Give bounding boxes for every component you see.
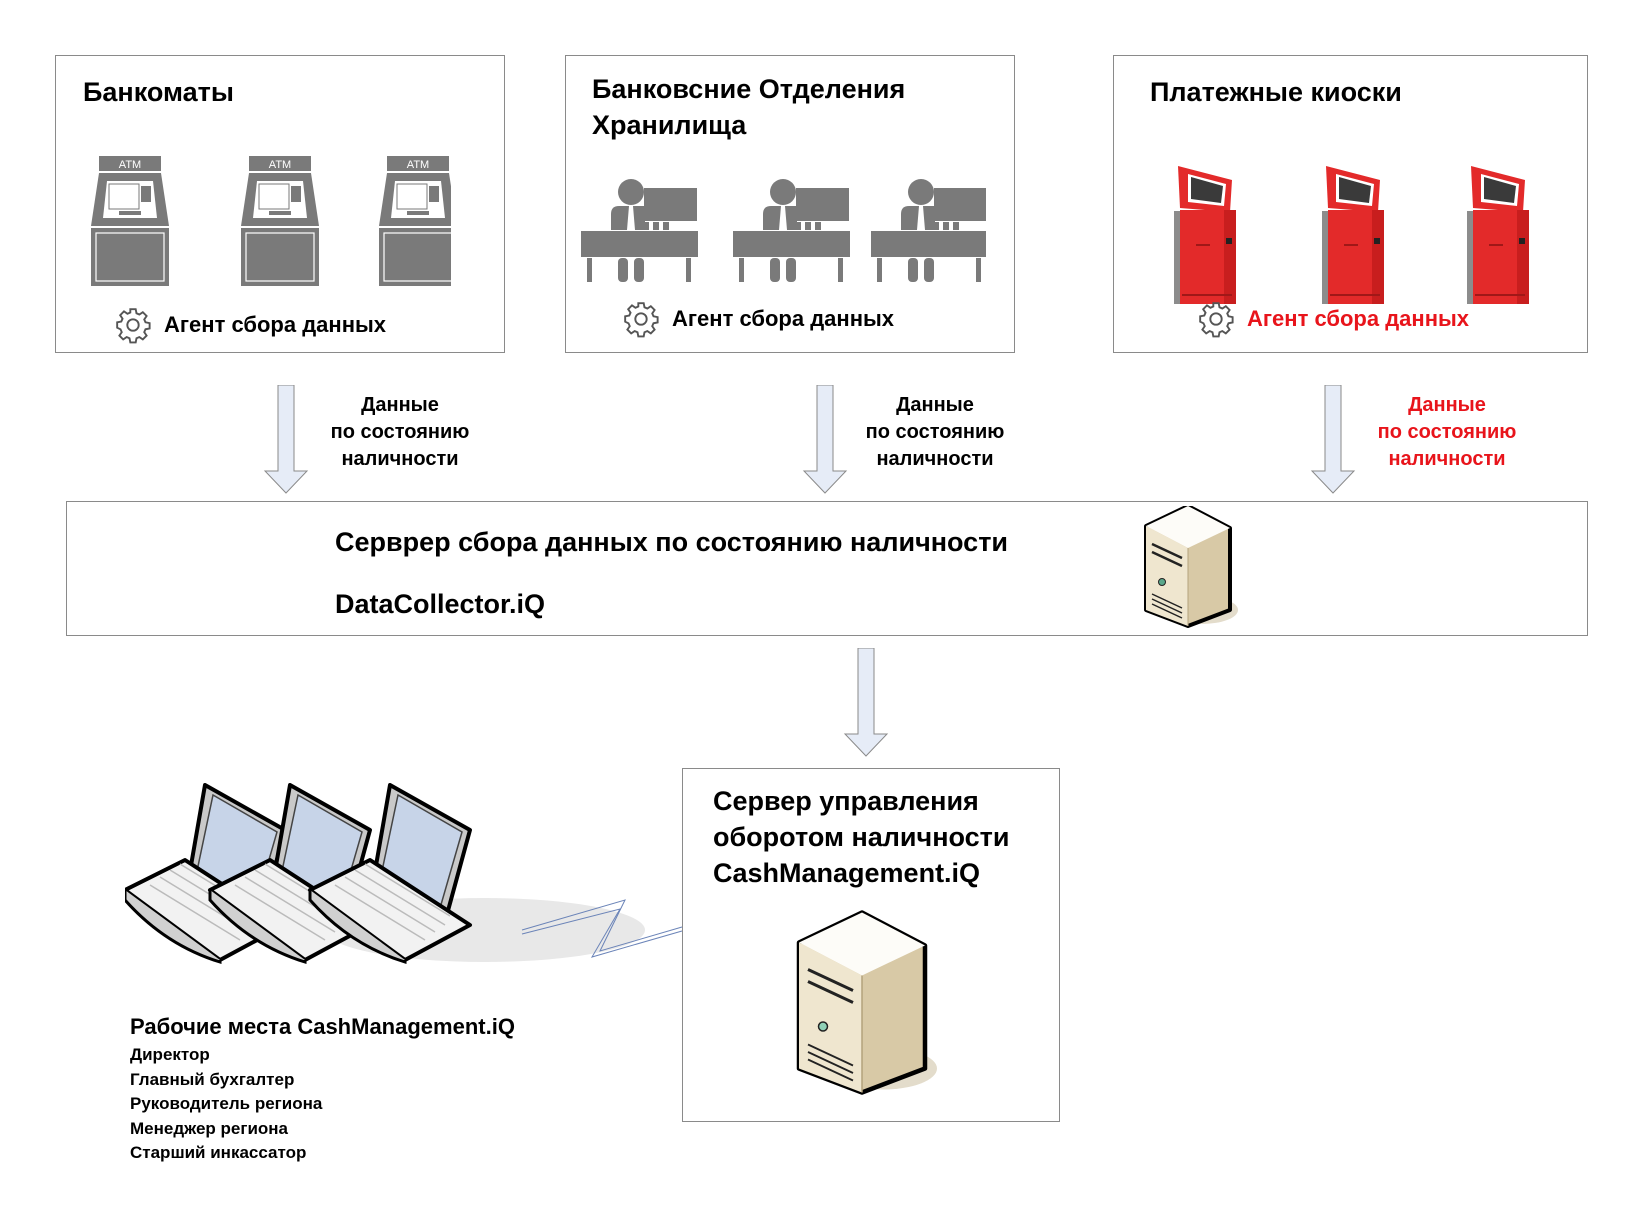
workstation-roles: Директор Главный бухгалтер Руководитель …: [130, 1043, 322, 1166]
teller-desk-icons: [581, 179, 986, 282]
payment-kiosk-icon: [1174, 166, 1236, 304]
source-title: Банковсние Отделения Хранилища: [592, 74, 906, 140]
source-box-branches: Банковсние Отделения Хранилища Агент сбо…: [565, 55, 1015, 353]
server-icon: [796, 910, 937, 1095]
atm-icon: [378, 156, 451, 286]
source-title: Банкоматы: [83, 77, 234, 107]
teller-desk-icon: [871, 179, 986, 282]
agent-label: Агент сбора данных: [622, 300, 894, 338]
payment-kiosk-icons: [1174, 166, 1529, 304]
cash-server-title: Сервер управления оборотом наличности Ca…: [713, 786, 1010, 888]
teller-desk-icon: [733, 179, 850, 282]
atm-icons: ATM: [91, 156, 451, 286]
payment-kiosk-icon: [1467, 166, 1529, 304]
workstations-title: Рабочие места CashManagement.iQ: [130, 1014, 515, 1039]
collector-product: DataCollector.iQ: [335, 589, 546, 619]
flow-arrow-2: [802, 385, 848, 494]
workstation-laptops: [125, 783, 645, 965]
role-item: Главный бухгалтер: [130, 1069, 295, 1089]
collector-server-box: Серврер сбора данных по состоянию наличн…: [66, 501, 1588, 636]
flow-arrow-1: [263, 385, 309, 494]
gear-icon: [116, 308, 151, 344]
agent-label: Агент сбора данных: [114, 306, 386, 344]
gear-icon: [1199, 302, 1234, 338]
gear-icon: [624, 302, 659, 338]
teller-desk-icon: [581, 179, 698, 282]
payment-kiosk-icon: [1322, 166, 1384, 304]
role-item: Менеджер региона: [130, 1118, 288, 1138]
cash-server-box: Сервер управления оборотом наличности Ca…: [682, 768, 1060, 1122]
collector-title: Серврер сбора данных по состоянию наличн…: [335, 527, 1009, 557]
role-item: Старший инкассатор: [130, 1143, 307, 1162]
flow-arrow-3: [1310, 385, 1356, 494]
atm-icon: ATM: [91, 156, 169, 286]
role-item: Директор: [130, 1045, 210, 1064]
source-box-kiosks: Платежные киоски Агент сбора данных: [1113, 55, 1588, 353]
source-title: Платежные киоски: [1150, 77, 1402, 107]
atm-icon: [240, 156, 320, 286]
server-icon: [1144, 506, 1238, 628]
role-item: Руководитель региона: [130, 1094, 323, 1113]
source-box-atms: Банкоматы ATM Агент сбора данных: [55, 55, 505, 353]
svg-text:ATM: ATM: [119, 159, 141, 171]
agent-label: Агент сбора данных: [1197, 300, 1469, 338]
flow-arrow-4: [843, 648, 889, 757]
wireless-link-icon: [521, 899, 683, 958]
